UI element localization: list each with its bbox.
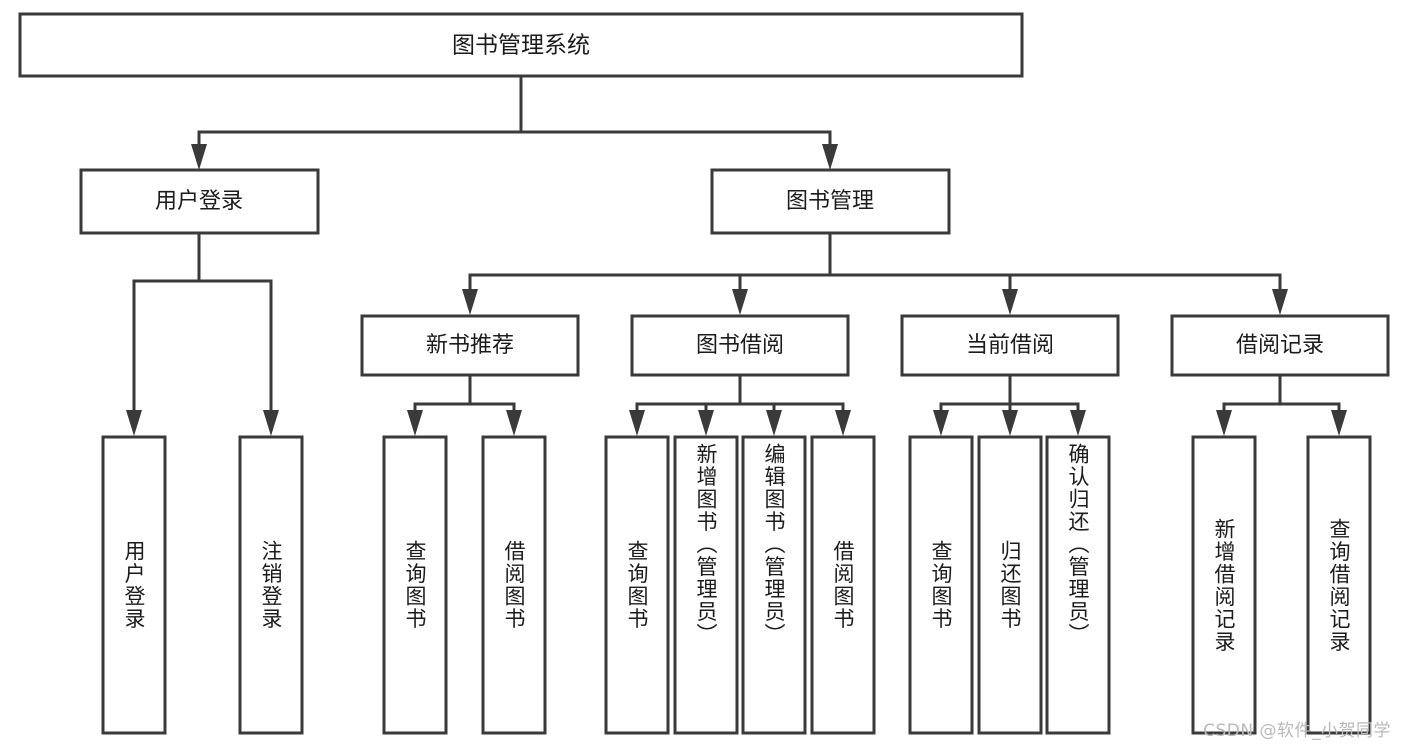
arrow-head-leaf-add-record (1216, 410, 1232, 436)
node-borrow-record[interactable]: 借阅记录 (1170, 314, 1390, 377)
node-new-book-recommend-box[interactable] (360, 314, 580, 377)
node-leaf-query-book-3-box[interactable] (908, 435, 974, 735)
arrow-head-user-login (191, 144, 207, 170)
arrow-head-current-borrow (1002, 289, 1018, 315)
node-root-title-box[interactable] (18, 12, 1024, 78)
arrow-head-leaf-borrow-book-2 (835, 410, 851, 436)
node-leaf-query-record-box[interactable] (1306, 435, 1372, 735)
node-book-manage-label: 图书管理 (786, 189, 874, 214)
arrow-head-leaf-user-login (126, 410, 142, 436)
arrow-head-leaf-confirm-return (1070, 410, 1086, 436)
arrow-head-leaf-query-book-2 (629, 410, 645, 436)
arrow-head-leaf-query-record (1331, 410, 1347, 436)
node-book-manage[interactable]: 图书管理 (710, 168, 951, 235)
arrow-head-book-borrow (732, 289, 748, 315)
node-user-login-label: 用户登录 (155, 189, 243, 214)
arrow-head-leaf-return-book (1002, 410, 1018, 436)
node-leaf-borrow-book-1-box[interactable] (481, 435, 547, 735)
node-book-borrow-box[interactable] (630, 314, 850, 377)
arrow-head-leaf-add-book (698, 410, 714, 436)
node-book-borrow-label: 图书借阅 (696, 333, 784, 358)
leaf-box-group (101, 435, 1372, 735)
arrow-head-leaf-edit-book (766, 410, 782, 436)
node-leaf-query-book-1-box[interactable] (382, 435, 448, 735)
node-current-borrow[interactable]: 当前借阅 (900, 314, 1120, 377)
node-leaf-confirm-return-box[interactable] (1045, 435, 1111, 735)
arrow-head-leaf-logout-login (263, 410, 279, 436)
arrow-head-leaf-borrow-book-1 (506, 410, 522, 436)
node-new-book-recommend[interactable]: 新书推荐 (360, 314, 580, 377)
connector-group (126, 74, 1347, 436)
node-borrow-record-box[interactable] (1170, 314, 1390, 377)
node-root-title[interactable]: 图书管理系统 (18, 12, 1024, 78)
node-leaf-user-login-box[interactable] (101, 435, 167, 735)
arrow-head-book-manage (822, 144, 838, 170)
node-book-borrow[interactable]: 图书借阅 (630, 314, 850, 377)
arrow-head-borrow-record (1272, 289, 1288, 315)
node-new-book-recommend-label: 新书推荐 (426, 333, 514, 358)
node-user-login[interactable]: 用户登录 (79, 168, 320, 235)
node-user-login-box[interactable] (79, 168, 320, 235)
node-leaf-logout-login-box[interactable] (238, 435, 304, 735)
arrow-head-leaf-query-book-1 (407, 410, 423, 436)
node-leaf-edit-book-box[interactable] (741, 435, 807, 735)
node-leaf-query-book-2-box[interactable] (604, 435, 670, 735)
node-leaf-add-book-box[interactable] (673, 435, 739, 735)
node-leaf-add-record-box[interactable] (1191, 435, 1257, 735)
arrow-head-new-book-recommend (462, 289, 478, 315)
node-current-borrow-label: 当前借阅 (966, 333, 1054, 358)
node-book-manage-box[interactable] (710, 168, 951, 235)
arrow-head-leaf-query-book-3 (933, 410, 949, 436)
node-leaf-return-book-box[interactable] (977, 435, 1043, 735)
node-leaf-borrow-book-2-box[interactable] (810, 435, 876, 735)
node-root-title-label: 图书管理系统 (452, 33, 590, 59)
node-borrow-record-label: 借阅记录 (1236, 333, 1324, 358)
node-current-borrow-box[interactable] (900, 314, 1120, 377)
csdn-watermark: CSDN @软件_小贺同学 (1203, 721, 1391, 741)
